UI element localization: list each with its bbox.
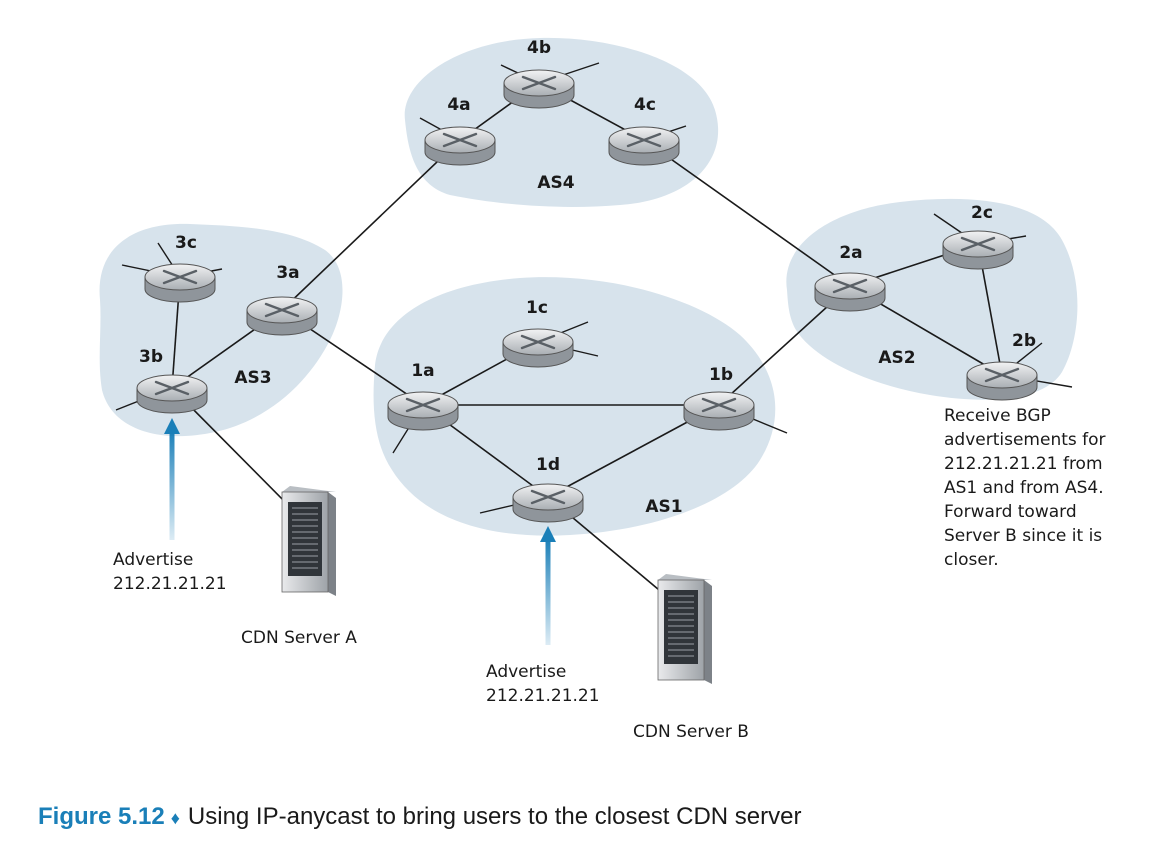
router-label-3b: 3b — [139, 347, 163, 367]
as-label-as2: AS2 — [878, 348, 915, 368]
adv-a-arrow-icon — [164, 418, 180, 540]
diamond-icon: ♦ — [170, 808, 180, 828]
router-4b-icon — [503, 69, 575, 109]
router-label-3c: 3c — [175, 233, 197, 253]
server-a-icon — [281, 486, 336, 596]
router-4c-icon — [608, 126, 680, 166]
as-label-as4: AS4 — [537, 173, 574, 193]
router-label-4a: 4a — [447, 95, 470, 115]
router-label-1a: 1a — [411, 361, 434, 381]
advertise-label-a: Advertise 212.21.21.21 — [113, 550, 227, 594]
router-1c-icon — [502, 328, 574, 368]
router-4a-icon — [424, 126, 496, 166]
link-4c-2a — [643, 139, 851, 287]
router-label-1c: 1c — [526, 298, 548, 318]
link-4a-3a — [281, 139, 461, 311]
router-3c-icon — [144, 263, 216, 303]
server-a-label: CDN Server A — [241, 628, 357, 648]
as-label-as3: AS3 — [234, 368, 271, 388]
router-label-4b: 4b — [527, 38, 551, 58]
router-label-3a: 3a — [276, 263, 299, 283]
router-1b-icon — [683, 391, 755, 431]
figure-caption: Figure 5.12♦ Using IP-anycast to bring us… — [38, 803, 1138, 831]
server-b-label: CDN Server B — [633, 722, 749, 742]
router-label-2b: 2b — [1012, 331, 1036, 351]
router-label-2c: 2c — [971, 203, 993, 223]
router-2b-icon — [966, 361, 1038, 401]
router-label-1d: 1d — [536, 455, 560, 475]
router-2b-note: Receive BGP advertisements for 212.21.21… — [944, 406, 1106, 570]
router-3a-icon — [246, 296, 318, 336]
server-b-icon — [657, 574, 712, 684]
router-3b-icon — [136, 374, 208, 414]
adv-b-arrow-icon — [540, 526, 556, 645]
router-1a-icon — [387, 391, 459, 431]
as-label-as1: AS1 — [645, 497, 682, 517]
router-2a-icon — [814, 272, 886, 312]
figure-number: Figure 5.12 — [38, 803, 165, 830]
router-label-1b: 1b — [709, 365, 733, 385]
router-1d-icon — [512, 483, 584, 523]
router-label-2a: 2a — [839, 243, 862, 263]
router-label-4c: 4c — [634, 95, 656, 115]
router-2c-icon — [942, 230, 1014, 270]
advertise-label-b: Advertise 212.21.21.21 — [486, 662, 600, 706]
figure-caption-text: Using IP-anycast to bring users to the c… — [187, 803, 802, 830]
as1-cloud — [373, 277, 776, 536]
